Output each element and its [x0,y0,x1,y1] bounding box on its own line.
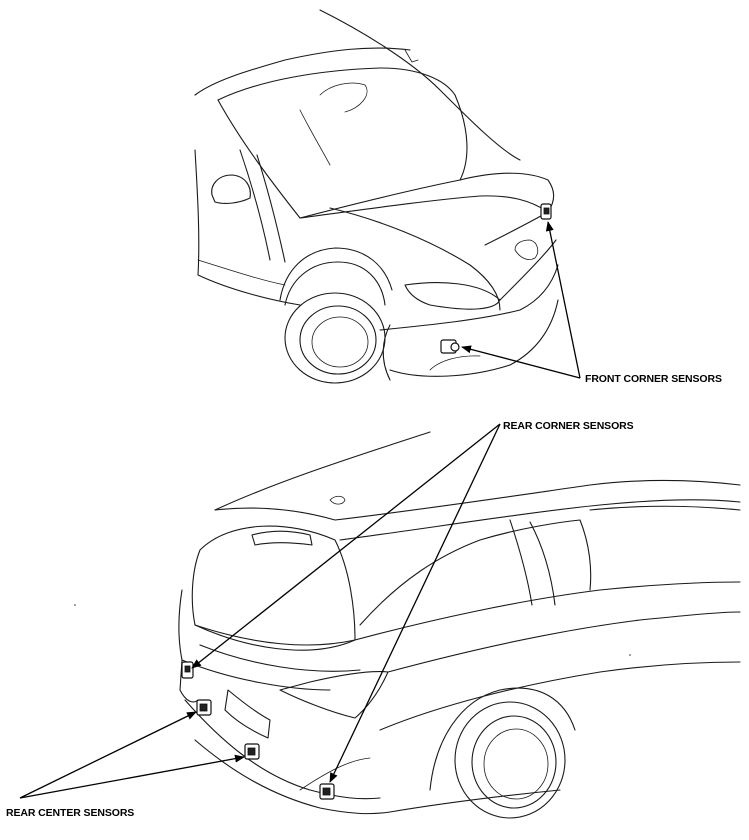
rear-center-sensor-right [244,743,260,760]
rear-corner-sensors-label: REAR CORNER SENSORS [503,420,634,432]
rear-corner-leader-2 [329,423,501,783]
front-corner-leader-1 [545,221,581,379]
rear-center-sensor-left [196,699,212,716]
rear-corner-sensor-right [319,783,335,800]
front-corner-sensor-left [440,339,460,354]
rear-corner-sensor-left [181,661,194,679]
front-corner-leader-2 [461,345,581,379]
front-corner-sensor-right [540,203,552,220]
rear-center-sensors-label: REAR CENTER SENSORS [6,807,134,819]
rear-center-leader-1 [19,711,197,799]
rear-corner-leader-1 [191,423,501,669]
rear-center-leader-2 [19,754,245,799]
rear-vehicle-illustration [74,431,741,819]
front-vehicle-illustration [194,9,559,384]
front-corner-sensors-label: FRONT CORNER SENSORS [585,373,722,385]
